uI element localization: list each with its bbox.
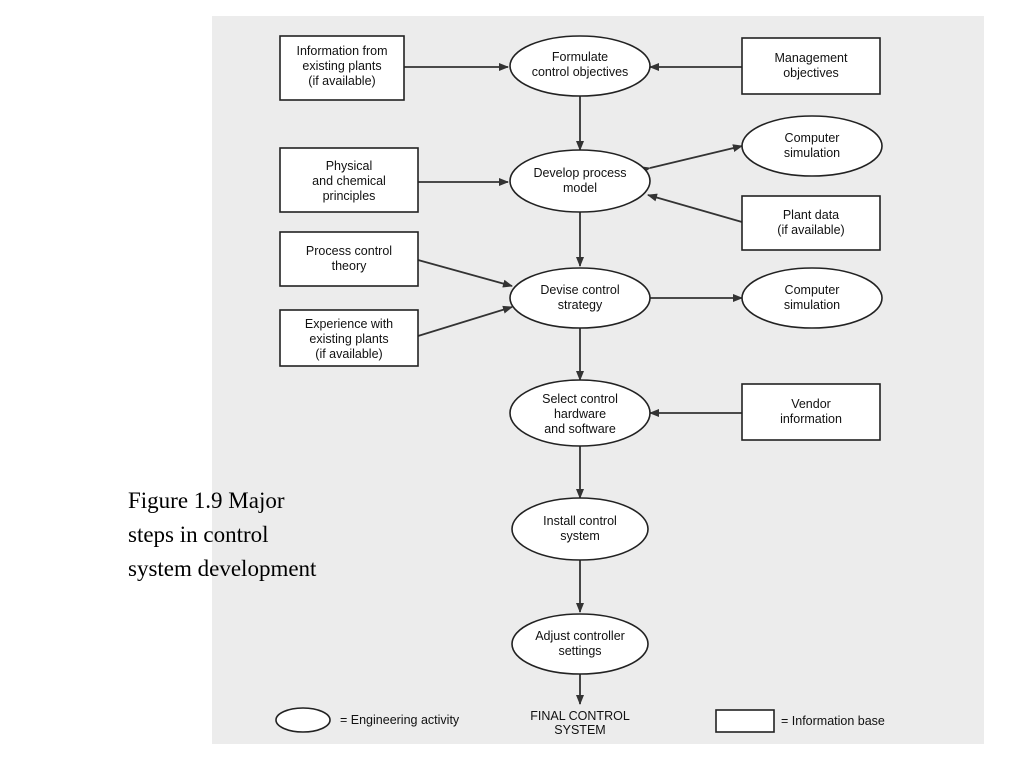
node-label-line: Process control bbox=[306, 244, 392, 258]
box-plant-data: Plant data (if available) bbox=[741, 195, 881, 251]
arrow-theory-to-devise bbox=[417, 259, 513, 288]
node-label-line: strategy bbox=[558, 298, 603, 312]
ellipse-computer-simulation-1: Computer simulation bbox=[741, 115, 883, 177]
ellipse-computer-simulation-2: Computer simulation bbox=[741, 267, 883, 329]
node-label-line: Computer bbox=[785, 283, 840, 297]
ellipse-formulate-control-objectives: Formulate control objectives bbox=[509, 35, 651, 97]
box-experience-existing-plants: Experience with existing plants (if avai… bbox=[279, 309, 419, 367]
box-physical-chemical-principles: Physical and chemical principles bbox=[279, 147, 419, 213]
legend-information-base: = Information base bbox=[781, 714, 885, 728]
node-label-line: model bbox=[563, 181, 597, 195]
node-label-line: Select control bbox=[542, 392, 618, 406]
ellipse-develop-process-model: Develop process model bbox=[509, 149, 651, 213]
node-label-line: Computer bbox=[785, 131, 840, 145]
legend: = Engineering activity = Information bas… bbox=[275, 707, 885, 733]
node-label-line: settings bbox=[558, 644, 601, 658]
node-label-line: Plant data bbox=[783, 208, 839, 222]
node-label-line: simulation bbox=[784, 146, 840, 160]
node-label-line: existing plants bbox=[302, 59, 381, 73]
legend-engineering-activity: = Engineering activity bbox=[340, 713, 460, 727]
box-process-control-theory: Process control theory bbox=[279, 231, 419, 287]
node-label-line: and chemical bbox=[312, 174, 386, 188]
arrow-develop-sim1-bidirectional bbox=[640, 144, 743, 174]
node-label-line: information bbox=[780, 412, 842, 426]
arrow-experience-to-devise bbox=[417, 305, 513, 337]
box-info-existing-plants: Information from existing plants (if ava… bbox=[279, 35, 405, 101]
connector-arrows bbox=[404, 63, 743, 705]
node-label-line: Information from bbox=[296, 44, 387, 58]
node-label-line: Install control bbox=[543, 514, 617, 528]
node-label-line: SYSTEM bbox=[554, 723, 605, 737]
node-label-line: Formulate bbox=[552, 50, 608, 64]
caption-line: system development bbox=[128, 556, 317, 581]
node-label-line: objectives bbox=[783, 66, 839, 80]
ellipse-install-control-system: Install control system bbox=[511, 497, 649, 561]
final-control-system-label: FINAL CONTROL SYSTEM bbox=[530, 709, 630, 737]
caption-line: Figure 1.9 Major bbox=[128, 488, 285, 513]
node-label-line: (if available) bbox=[315, 347, 382, 361]
node-label-line: control objectives bbox=[532, 65, 629, 79]
node-label-line: Physical bbox=[326, 159, 373, 173]
node-label-line: hardware bbox=[554, 407, 606, 421]
node-label-line: existing plants bbox=[309, 332, 388, 346]
legend-box-symbol bbox=[715, 709, 775, 733]
node-label-line: and software bbox=[544, 422, 616, 436]
node-label-line: Devise control bbox=[540, 283, 619, 297]
node-label-line: (if available) bbox=[777, 223, 844, 237]
figure-caption: Figure 1.9 Major steps in control system… bbox=[128, 484, 378, 586]
legend-ellipse-symbol bbox=[275, 707, 331, 733]
box-management-objectives: Management objectives bbox=[741, 37, 881, 95]
ellipse-select-control-hardware: Select control hardware and software bbox=[509, 379, 651, 447]
ellipse-devise-control-strategy: Devise control strategy bbox=[509, 267, 651, 329]
node-label-line: system bbox=[560, 529, 600, 543]
node-label-line: principles bbox=[323, 189, 376, 203]
node-label-line: Develop process bbox=[533, 166, 626, 180]
ellipse-adjust-controller-settings: Adjust controller settings bbox=[511, 613, 649, 675]
node-label-line: Adjust controller bbox=[535, 629, 625, 643]
node-label-line: Experience with bbox=[305, 317, 393, 331]
node-label-line: Vendor bbox=[791, 397, 831, 411]
node-label-line: FINAL CONTROL bbox=[530, 709, 630, 723]
node-label-line: simulation bbox=[784, 298, 840, 312]
box-vendor-information: Vendor information bbox=[741, 383, 881, 441]
node-label-line: theory bbox=[332, 259, 367, 273]
node-label-line: Management bbox=[775, 51, 848, 65]
node-label-line: (if available) bbox=[308, 74, 375, 88]
caption-line: steps in control bbox=[128, 522, 269, 547]
arrow-plantdata-to-develop bbox=[647, 193, 743, 223]
